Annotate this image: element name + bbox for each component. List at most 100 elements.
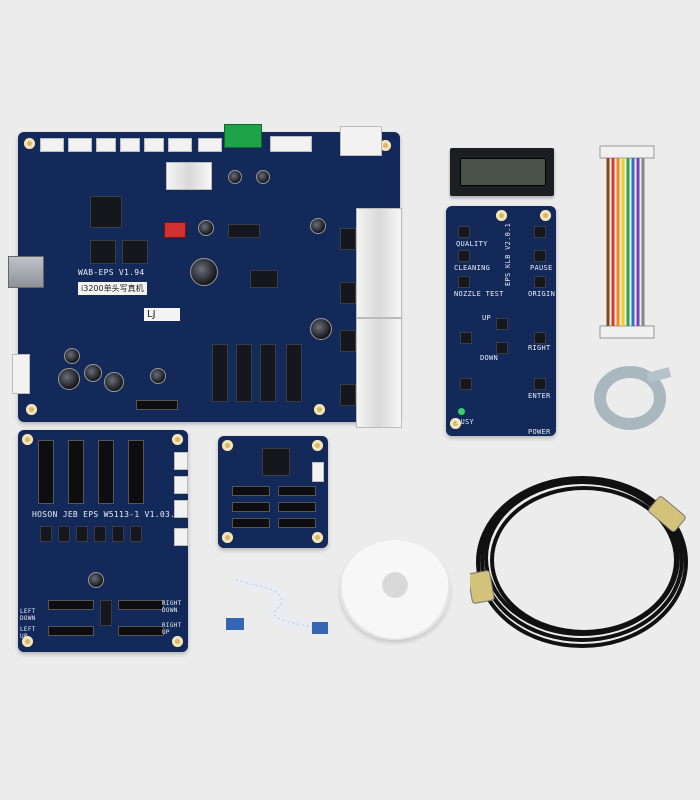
mounting-hole	[26, 404, 37, 415]
head-board: HOSON JEB EPS W5113-1 V1.03.01 LEFT DOWN…	[18, 430, 188, 652]
power-transistor	[340, 228, 356, 250]
ic-chip	[40, 526, 52, 542]
keypad-button-label: CLEANING	[454, 264, 491, 272]
keypad-button-label: UP	[482, 314, 492, 322]
mounting-hole	[314, 404, 325, 415]
mounting-hole	[222, 440, 233, 451]
capacitor	[190, 258, 218, 286]
black-network-cable	[470, 476, 688, 648]
memory-chip	[122, 240, 148, 264]
keypad-button-label: PAUSE	[530, 264, 553, 272]
driver-chip	[228, 224, 260, 238]
flex-connector	[278, 502, 316, 512]
flex-connector	[48, 626, 94, 636]
status-led	[458, 408, 465, 415]
keypad-button	[458, 276, 470, 288]
white-connector	[120, 138, 140, 152]
keypad-button	[458, 250, 470, 262]
capacitor	[88, 572, 104, 588]
keypad-button	[534, 226, 546, 238]
flex-connector	[278, 486, 316, 496]
right-heat-sink	[356, 208, 402, 318]
capacitor	[310, 318, 332, 340]
capacitor	[104, 372, 124, 392]
side-connector	[174, 528, 188, 546]
white-connector	[168, 138, 192, 152]
flex-connector	[278, 518, 316, 528]
pin-header	[128, 440, 144, 504]
mounting-hole	[22, 636, 33, 647]
mounting-hole	[540, 210, 551, 221]
pin-header	[68, 440, 84, 504]
capacitor	[150, 368, 166, 384]
mounting-hole	[172, 636, 183, 647]
keypad-board: EPS KLB V2.0.1 QUALITY CLEANING NOZZLE T…	[446, 206, 556, 436]
white-tape-roll	[340, 540, 450, 640]
capacitor	[64, 348, 80, 364]
power-transistor	[340, 282, 356, 304]
keypad-button	[534, 276, 546, 288]
keypad-button-label: BUSY	[456, 418, 475, 426]
ic-chip	[236, 344, 252, 402]
processor-chip	[90, 196, 122, 228]
power-transistor	[340, 330, 356, 352]
mounting-hole	[24, 138, 35, 149]
flex-connector	[232, 486, 270, 496]
mounting-hole	[312, 440, 323, 451]
corner-label: LEFT UP	[20, 626, 36, 640]
mounting-hole	[496, 210, 507, 221]
right-heat-sink	[356, 318, 402, 428]
corner-label: LEFT DOWN	[20, 608, 36, 622]
keypad-button	[460, 378, 472, 390]
keypad-button-label: ORIGIN	[528, 290, 556, 298]
keypad-button	[534, 250, 546, 262]
keypad-button	[496, 318, 508, 330]
grey-flat-cable	[594, 366, 672, 430]
flex-connector	[232, 518, 270, 528]
side-connector	[12, 354, 30, 394]
corner-label: RIGHT DOWN	[162, 600, 182, 614]
memory-chip	[90, 240, 116, 264]
capacitor	[58, 368, 80, 390]
ic-chip	[94, 526, 106, 542]
pin-header	[136, 400, 178, 410]
mounting-hole	[380, 140, 391, 151]
keypad-button-label: ENTER	[528, 392, 551, 400]
keypad-button-label: RIGHT	[528, 344, 551, 352]
driver-chip	[250, 270, 278, 288]
side-connector	[312, 462, 324, 482]
keypad-button-label: NOZZLE TEST	[454, 290, 504, 298]
ic-chip	[130, 526, 142, 542]
controller-chip	[262, 448, 290, 476]
ic-chip	[286, 344, 302, 402]
power-connector	[340, 126, 382, 156]
ic-chip	[260, 344, 276, 402]
adapter-board	[218, 436, 328, 548]
ic-chip	[76, 526, 88, 542]
ethernet-jack	[8, 256, 44, 288]
keypad-button-label: POWER	[528, 428, 551, 436]
capacitor	[228, 170, 242, 184]
keypad-button-label: DOWN	[480, 354, 499, 362]
side-connector	[174, 500, 188, 518]
white-connector	[270, 136, 312, 152]
white-connector	[40, 138, 64, 152]
keypad-button	[496, 342, 508, 354]
board-model-label: WAB-EPS V1.94	[78, 268, 145, 277]
ic-chip	[212, 344, 228, 402]
head-board-label: HOSON JEB EPS W5113-1 V1.03.01	[32, 510, 186, 519]
side-connector	[174, 452, 188, 470]
pin-header	[98, 440, 114, 504]
pin-header	[38, 440, 54, 504]
power-transistor	[340, 384, 356, 406]
white-flex-cable	[226, 573, 328, 635]
capacitor	[310, 218, 326, 234]
keypad-button	[534, 332, 546, 344]
keypad-button	[534, 378, 546, 390]
white-connector	[96, 138, 116, 152]
flex-connector	[48, 600, 94, 610]
white-connector	[198, 138, 222, 152]
keypad-label: EPS KLB V2.0.1	[504, 222, 512, 286]
mounting-hole	[22, 434, 33, 445]
keypad-button	[460, 332, 472, 344]
